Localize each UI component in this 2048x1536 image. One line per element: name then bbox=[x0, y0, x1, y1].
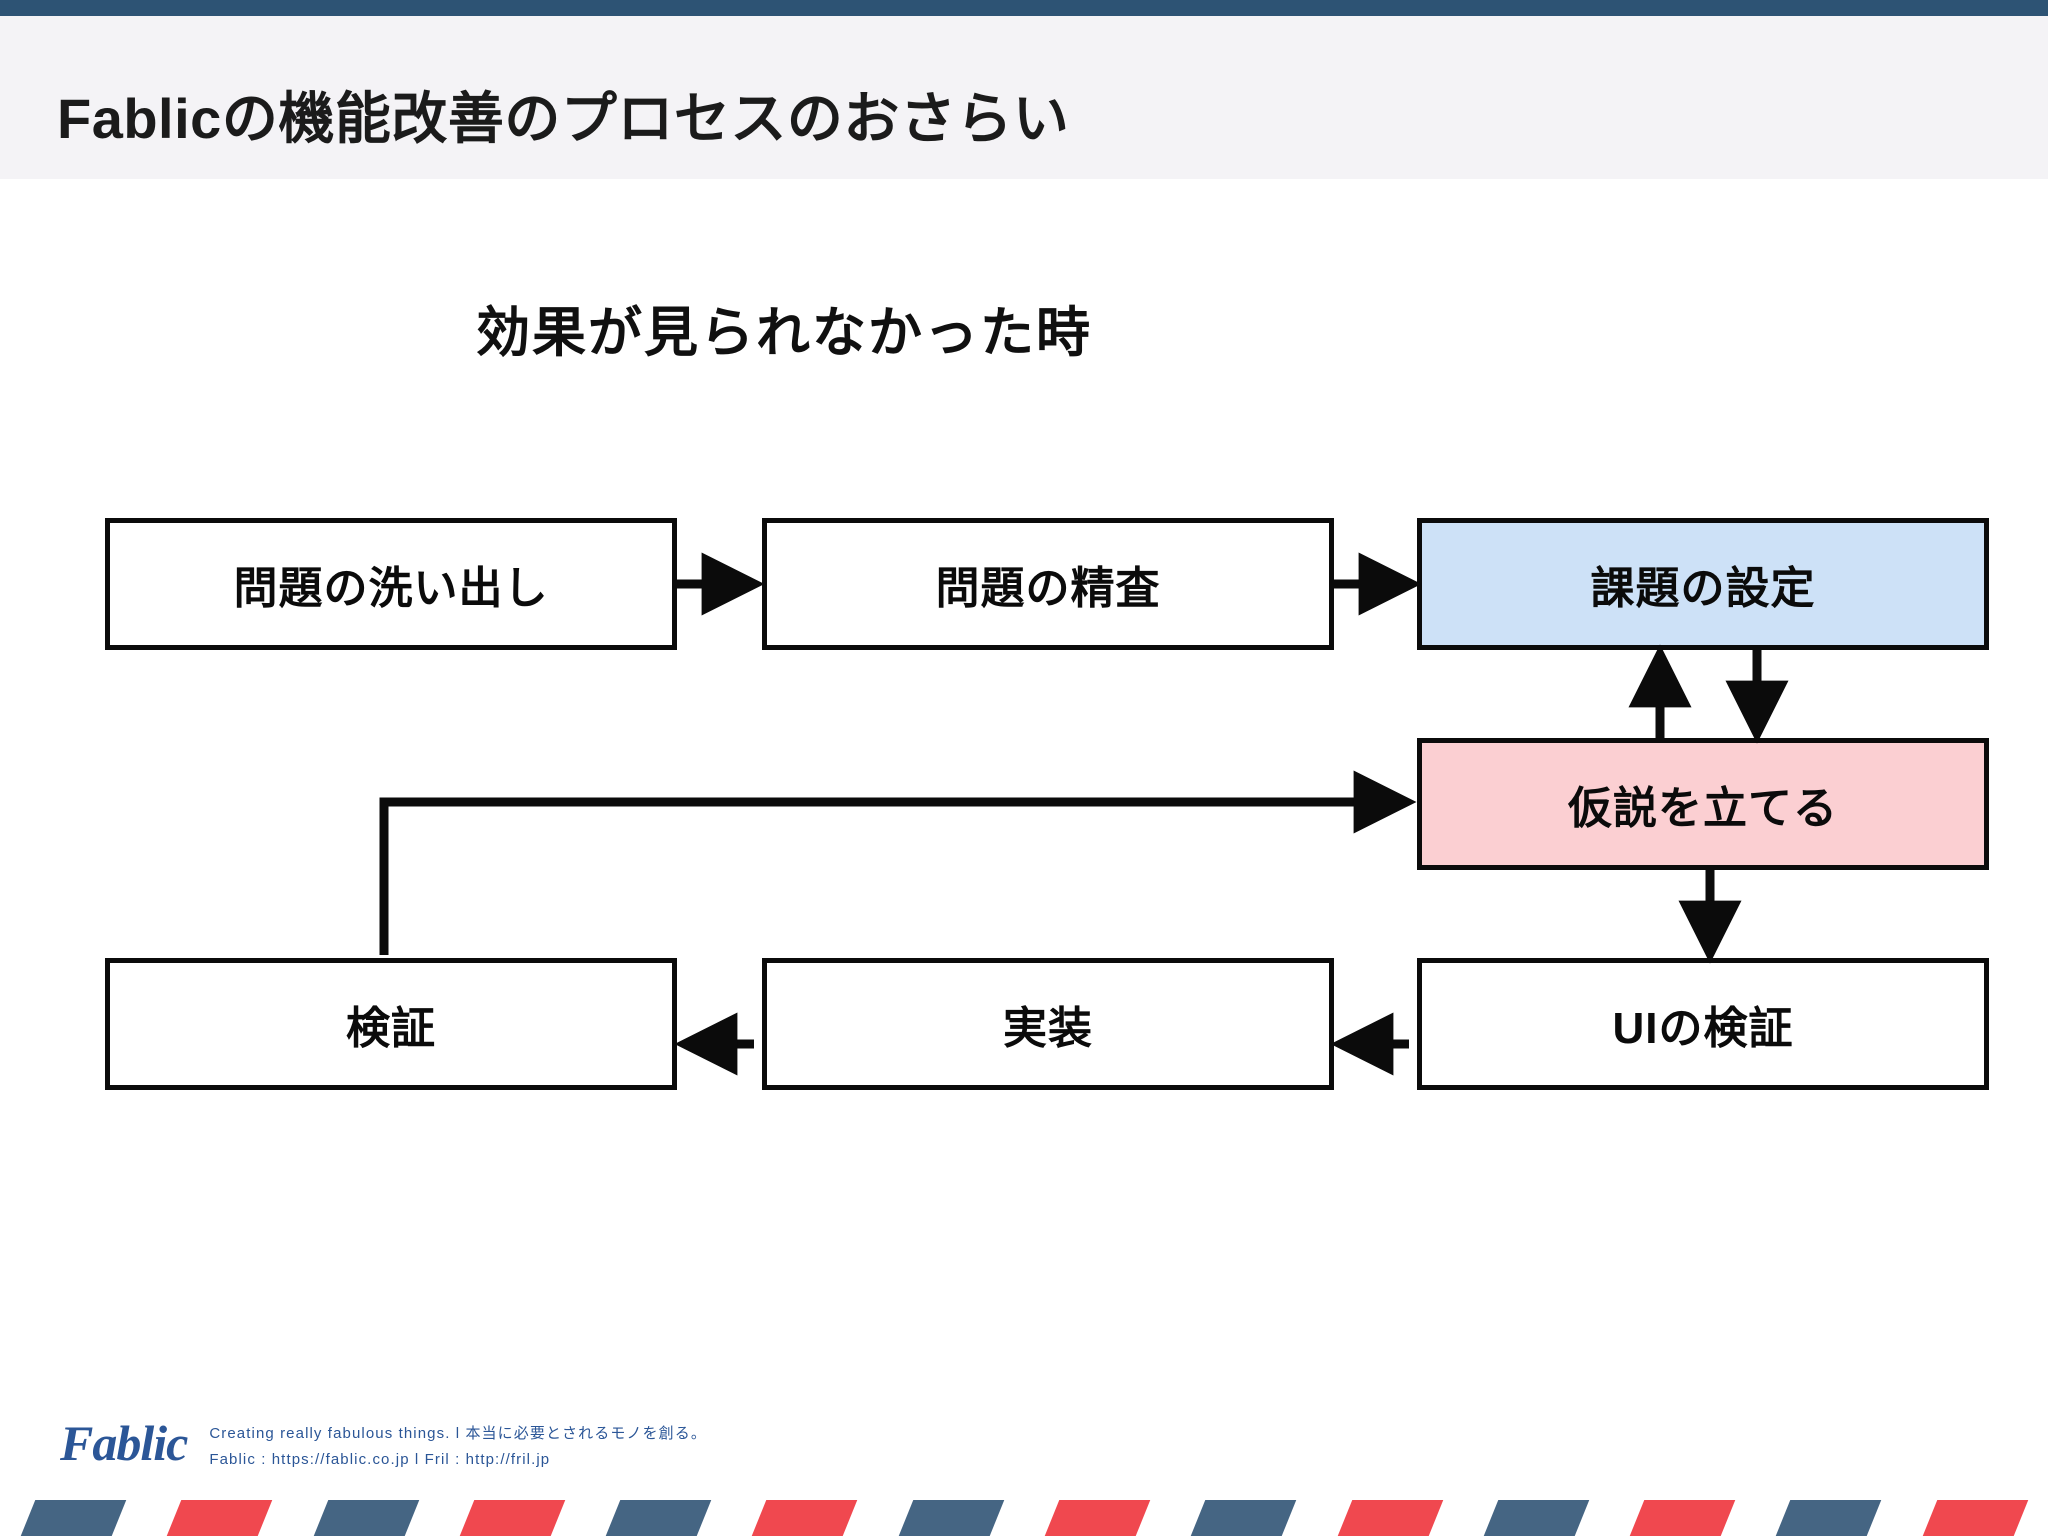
stripe-segment bbox=[752, 1500, 858, 1536]
flow-node-label: 検証 bbox=[346, 1004, 436, 1053]
stripe-segment bbox=[1044, 1500, 1150, 1536]
stripe-segment bbox=[1191, 1500, 1297, 1536]
flow-node-hypothesis[interactable]: 仮説を立てる bbox=[1417, 738, 1989, 870]
bottom-stripe-band bbox=[0, 1500, 2048, 1536]
flow-node-label: 実装 bbox=[1003, 1004, 1093, 1053]
flow-node-implementation[interactable]: 実装 bbox=[762, 958, 1334, 1090]
stripe-segment bbox=[1922, 1500, 2028, 1536]
stripe-segment bbox=[1483, 1500, 1589, 1536]
stripe-segment bbox=[1629, 1500, 1736, 1536]
stripe-segment bbox=[898, 1500, 1004, 1536]
flow-node-verification[interactable]: 検証 bbox=[105, 958, 677, 1090]
stripe-segment bbox=[167, 1500, 273, 1536]
flow-node-ui-validation[interactable]: UIの検証 bbox=[1417, 958, 1989, 1090]
stripe-segment bbox=[1776, 1500, 1882, 1536]
flow-node-problem-listing[interactable]: 問題の洗い出し bbox=[105, 518, 677, 650]
edge-verification-to-hypothesis-feedback bbox=[379, 770, 1417, 955]
slide-subtitle-text: 効果が見られなかった時 bbox=[476, 303, 1092, 363]
footer-text-block: Creating really fabulous things. l 本当に必要… bbox=[209, 1418, 707, 1468]
fablic-logo: Fablic bbox=[60, 1415, 188, 1471]
flow-node-problem-review[interactable]: 問題の精査 bbox=[762, 518, 1334, 650]
flow-node-label: 問題の精査 bbox=[935, 564, 1161, 613]
footer-tagline: Creating really fabulous things. l 本当に必要… bbox=[209, 1425, 707, 1442]
stripe-segment bbox=[1337, 1500, 1443, 1536]
header-band: Fablicの機能改善のプロセスのおさらい bbox=[0, 16, 2048, 179]
page-title: Fablicの機能改善のプロセスのおさらい bbox=[57, 87, 1070, 150]
stripe-segment bbox=[459, 1500, 565, 1536]
flow-node-label: 課題の設定 bbox=[1590, 564, 1816, 613]
stripe-segment bbox=[605, 1500, 712, 1536]
flow-node-label: UIの検証 bbox=[1612, 1004, 1794, 1053]
stripe-segment bbox=[313, 1500, 419, 1536]
footer: Fablic Creating really fabulous things. … bbox=[60, 1418, 707, 1468]
top-accent-bar bbox=[0, 0, 2048, 16]
flow-node-issue-setting[interactable]: 課題の設定 bbox=[1417, 518, 1989, 650]
stripe-segment bbox=[20, 1500, 126, 1536]
slide-subtitle: 効果が見られなかった時 bbox=[0, 288, 2048, 367]
flow-node-label: 仮説を立てる bbox=[1568, 784, 1838, 833]
flow-node-label: 問題の洗い出し bbox=[233, 564, 549, 613]
footer-urls: Fablic : https://fablic.co.jp l Fril : h… bbox=[209, 1451, 551, 1468]
